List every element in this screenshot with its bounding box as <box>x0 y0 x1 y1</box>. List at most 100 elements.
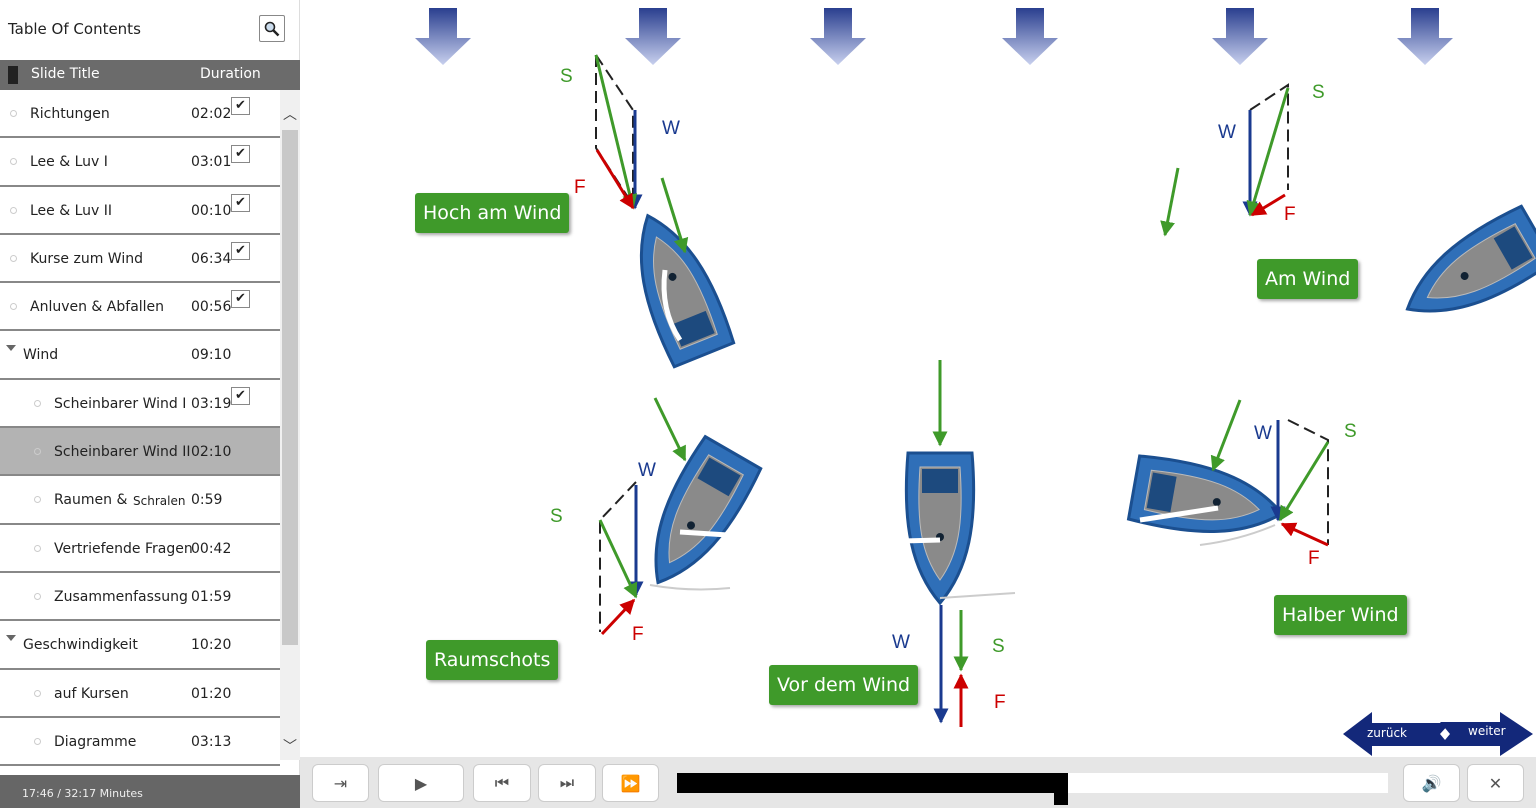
toc-item-label: Vertriefende Fragen <box>54 540 193 557</box>
checkmark-icon: ✔ <box>231 145 250 164</box>
toc-item-duration: 00:56 <box>191 299 232 316</box>
skip-forward-icon: ⏭ <box>559 773 575 792</box>
toc-item-duration: 06:34 <box>191 250 232 267</box>
vector-label-s: S <box>550 506 563 527</box>
vector-label-s: S <box>560 66 573 87</box>
toc-item-label-extra: Schralen <box>133 494 186 509</box>
toc-item-label: Geschwindigkeit <box>23 637 138 654</box>
slide-canvas: Hoch am Wind Am Wind Raumschots Vor dem … <box>300 0 1536 757</box>
toc-item-label: Scheinbarer Wind II <box>54 444 191 461</box>
toc-scrollbar[interactable]: ︿ ﹀ <box>280 90 300 760</box>
boat-vor-dem-wind <box>867 360 1016 727</box>
scroll-down-icon[interactable]: ﹀ <box>283 739 297 755</box>
wind-arrow-icon <box>1212 8 1268 65</box>
toc-item-label: Lee & Luv I <box>30 154 108 171</box>
next-slide-button[interactable]: ⏭ <box>538 764 596 802</box>
toc-item-label: Richtungen <box>30 106 110 122</box>
search-button[interactable] <box>259 15 285 42</box>
vector-label-f: F <box>1284 204 1296 225</box>
vector-label-s: S <box>1344 421 1357 442</box>
search-icon <box>264 21 280 36</box>
sailing-diagram <box>415 8 1536 756</box>
vector-label-f: F <box>1308 548 1320 569</box>
toc-item[interactable]: Richtungen 02:02✔ <box>0 90 280 139</box>
checkmark-icon: ✔ <box>231 97 250 115</box>
close-button[interactable]: ✕ <box>1467 764 1524 802</box>
toc-item-label: Kurse zum Wind <box>30 250 143 267</box>
progress-bar[interactable] <box>677 773 1388 805</box>
toc-column-header: Slide Title Duration <box>0 60 300 90</box>
bullet-icon <box>34 448 41 456</box>
exit-button[interactable]: ⇥ <box>312 764 369 802</box>
wind-arrow-icon <box>625 8 681 65</box>
toc-item[interactable]: Raumen & Schralen 0:59 <box>0 476 280 525</box>
vector-label-s: S <box>1312 82 1325 103</box>
table-of-contents-panel: Table Of Contents Slide Title Duration R… <box>0 0 300 808</box>
boat-am-wind <box>1143 83 1536 340</box>
vector-label-w: W <box>892 632 910 653</box>
play-button[interactable]: ▶ <box>378 764 464 802</box>
next-arrow-shape[interactable] <box>1440 712 1533 756</box>
checkmark-icon: ✔ <box>231 193 250 212</box>
label-am-wind: Am Wind <box>1257 259 1359 299</box>
back-arrow-shape[interactable] <box>1343 712 1450 756</box>
toc-item-label: Zusammenfassung <box>54 588 188 605</box>
back-button[interactable]: zurück <box>1367 726 1407 740</box>
vector-label-f: F <box>574 177 586 198</box>
close-icon: ✕ <box>1488 773 1503 793</box>
toc-item[interactable]: Diagramme 03:13 <box>0 718 280 767</box>
vector-label-w: W <box>662 118 680 139</box>
column-slide-title: Slide Title <box>31 66 100 82</box>
toc-item-duration: 02:02 <box>191 106 232 122</box>
toc-item-duration: 09:10 <box>191 347 232 364</box>
bullet-icon <box>34 737 41 745</box>
bullet-icon <box>10 254 17 262</box>
toc-item-label: Raumen & <box>54 492 128 509</box>
checkmark-icon: ✔ <box>231 290 250 309</box>
toc-item-duration: 00:10 <box>191 202 232 219</box>
toc-item-label: Scheinbarer Wind I <box>54 395 187 412</box>
wind-arrow-icon <box>415 8 471 65</box>
toc-item[interactable]: auf Kursen 01:20 <box>0 670 280 718</box>
toc-title: Table Of Contents <box>8 20 141 38</box>
toc-item-duration: 01:59 <box>191 588 232 605</box>
toc-item-label: Diagramme <box>54 733 137 750</box>
toc-item-label: auf Kursen <box>54 685 129 702</box>
checkmark-icon: ✔ <box>231 386 250 405</box>
wind-arrow-icon <box>1002 8 1058 65</box>
previous-button[interactable]: ⏮ <box>473 764 531 802</box>
label-raumschots: Raumschots <box>426 640 559 680</box>
scroll-thumb[interactable] <box>282 130 298 645</box>
next-button[interactable]: weiter <box>1468 724 1506 738</box>
toc-item[interactable]: Lee & Luv II 00:10✔ <box>0 187 280 235</box>
scroll-up-icon[interactable]: ︿ <box>283 107 297 123</box>
toc-item-duration: 0:59 <box>191 492 223 509</box>
bullet-icon <box>34 592 41 600</box>
progress-handle[interactable] <box>1054 785 1069 805</box>
vector-label-w: W <box>638 460 656 481</box>
fast-forward-button[interactable]: ⏩ <box>602 764 659 802</box>
toc-item-duration: 00:42 <box>191 540 232 557</box>
toc-item-duration: 01:20 <box>191 685 232 702</box>
toc-item-duration: 03:13 <box>191 733 232 750</box>
expand-triangle-icon[interactable] <box>6 635 16 642</box>
boat-hoch-am-wind <box>594 54 737 369</box>
toc-item-duration: 03:19 <box>191 395 232 412</box>
player-controls: ⇥ ▶ ⏮ ⏭ ⏩ 🔊 ✕ <box>300 757 1536 808</box>
expand-triangle-icon[interactable] <box>6 345 16 352</box>
toc-item-label: Lee & Luv II <box>30 202 113 219</box>
vector-label-w: W <box>1254 423 1272 444</box>
play-icon: ▶ <box>414 773 428 793</box>
volume-button[interactable]: 🔊 <box>1403 764 1460 802</box>
vector-label-f: F <box>632 624 644 645</box>
